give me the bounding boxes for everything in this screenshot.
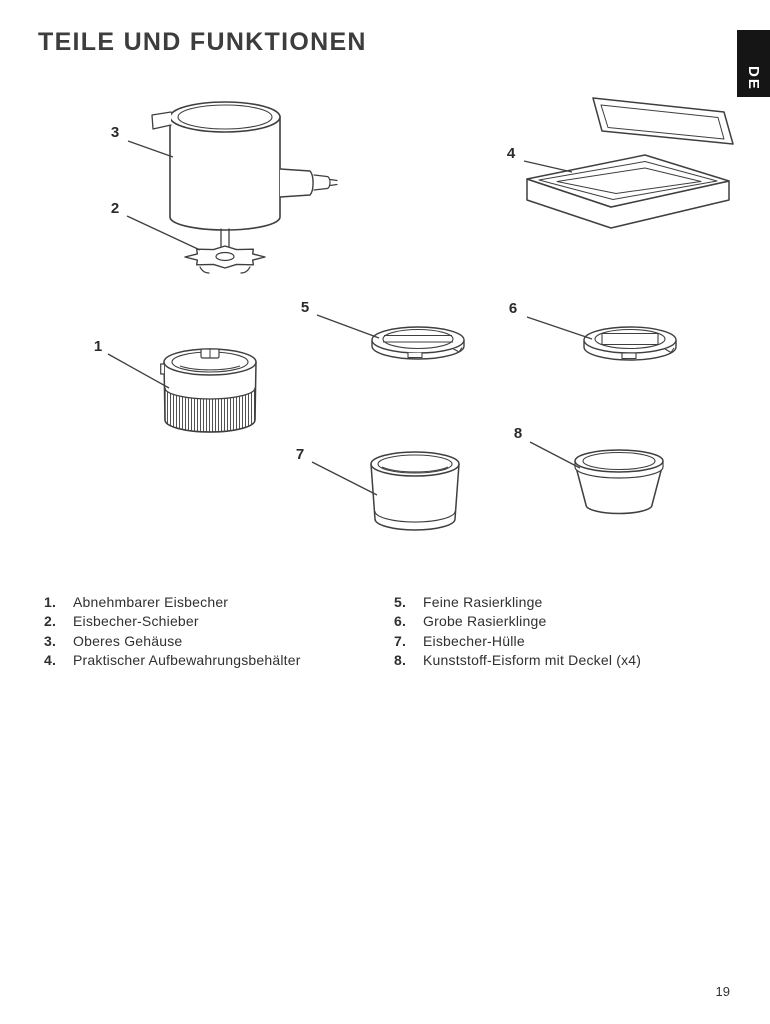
item-label: Eisbecher-Schieber bbox=[73, 613, 199, 630]
page-number: 19 bbox=[715, 984, 730, 999]
parts-list-item-6: 6. Grobe Rasierklinge bbox=[394, 612, 754, 632]
item-number: 1. bbox=[44, 593, 57, 610]
parts-list-item-1: 1. Abnehmbarer Eisbecher bbox=[44, 592, 384, 612]
item-number: 7. bbox=[394, 632, 407, 649]
item-label: Eisbecher-Hülle bbox=[423, 632, 525, 649]
cup-sleeve-illustration bbox=[368, 450, 463, 540]
parts-list-item-2: 2. Eisbecher-Schieber bbox=[44, 612, 384, 632]
item-label: Oberes Gehäuse bbox=[73, 632, 183, 649]
parts-list-item-8: 8. Kunststoff-Eisform mit Deckel (x4) bbox=[394, 651, 754, 671]
callout-2: 2 bbox=[110, 200, 120, 217]
language-tab: DE bbox=[737, 30, 770, 97]
item-label: Praktischer Aufbewahrungsbehälter bbox=[73, 652, 301, 669]
item-number: 8. bbox=[394, 652, 407, 669]
parts-list-item-4: 4. Praktischer Aufbewahrungsbehälter bbox=[44, 651, 384, 671]
ice-mold-illustration bbox=[572, 448, 667, 525]
callout-4: 4 bbox=[506, 145, 516, 162]
item-label: Kunststoff-Eisform mit Deckel (x4) bbox=[423, 652, 642, 669]
parts-list-right: 5. Feine Rasierklinge 6. Grobe Rasierkli… bbox=[394, 592, 754, 670]
item-number: 2. bbox=[44, 613, 57, 630]
callout-1: 1 bbox=[93, 338, 103, 355]
parts-list-item-5: 5. Feine Rasierklinge bbox=[394, 592, 754, 612]
callout-3: 3 bbox=[110, 124, 120, 141]
item-number: 6. bbox=[394, 613, 407, 630]
callout-5: 5 bbox=[300, 299, 310, 316]
storage-box-illustration bbox=[523, 95, 738, 260]
parts-list-item-3: 3. Oberes Gehäuse bbox=[44, 631, 384, 651]
item-label: Feine Rasierklinge bbox=[423, 593, 543, 610]
page-title: TEILE UND FUNKTIONEN bbox=[38, 28, 367, 56]
language-tab-label: DE bbox=[745, 66, 762, 91]
upper-housing-illustration bbox=[140, 92, 340, 292]
parts-list-left: 1. Abnehmbarer Eisbecher 2. Eisbecher-Sc… bbox=[44, 592, 384, 670]
item-label: Abnehmbarer Eisbecher bbox=[73, 593, 229, 610]
parts-list-item-7: 7. Eisbecher-Hülle bbox=[394, 631, 754, 651]
fine-blade-illustration bbox=[368, 320, 468, 371]
callout-6: 6 bbox=[508, 300, 518, 317]
callout-8: 8 bbox=[513, 425, 523, 442]
item-number: 5. bbox=[394, 593, 407, 610]
item-label: Grobe Rasierklinge bbox=[423, 613, 547, 630]
callout-7: 7 bbox=[295, 446, 305, 463]
coarse-blade-illustration bbox=[580, 320, 680, 375]
item-number: 3. bbox=[44, 632, 57, 649]
ice-cup-illustration bbox=[160, 346, 260, 443]
item-number: 4. bbox=[44, 652, 57, 669]
parts-diagram: 1 2 3 4 5 6 7 8 bbox=[93, 92, 738, 540]
